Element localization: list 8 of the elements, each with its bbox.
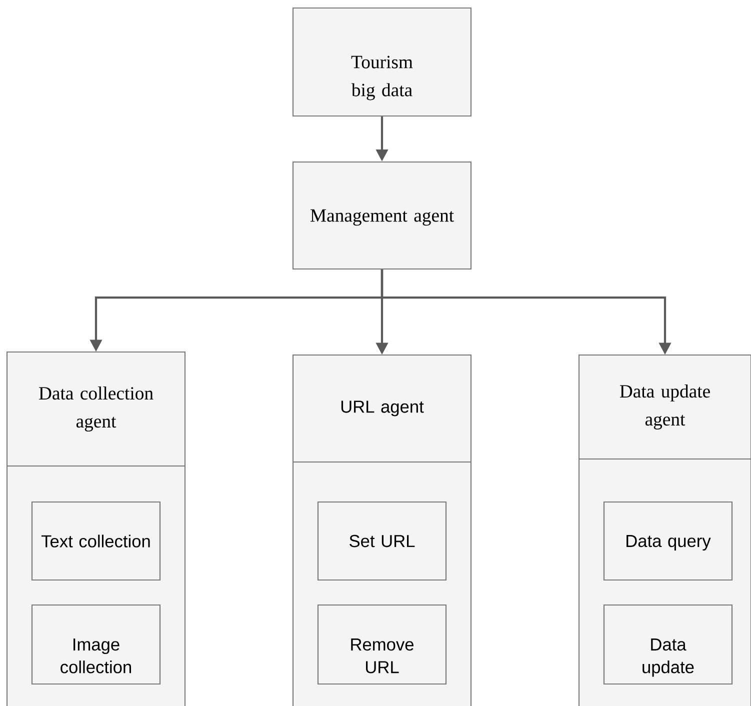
agent-box: Management agent xyxy=(292,161,472,270)
agent-box: Text collection xyxy=(31,501,161,581)
agent-box: Remove URL xyxy=(317,604,447,685)
agent-box: Tourism big data xyxy=(292,7,472,117)
agent-box: Set URL xyxy=(317,501,447,581)
agent-box: Data query xyxy=(603,501,733,581)
agent-box: Data update xyxy=(603,604,733,685)
agent-box: Image collection xyxy=(31,604,161,685)
